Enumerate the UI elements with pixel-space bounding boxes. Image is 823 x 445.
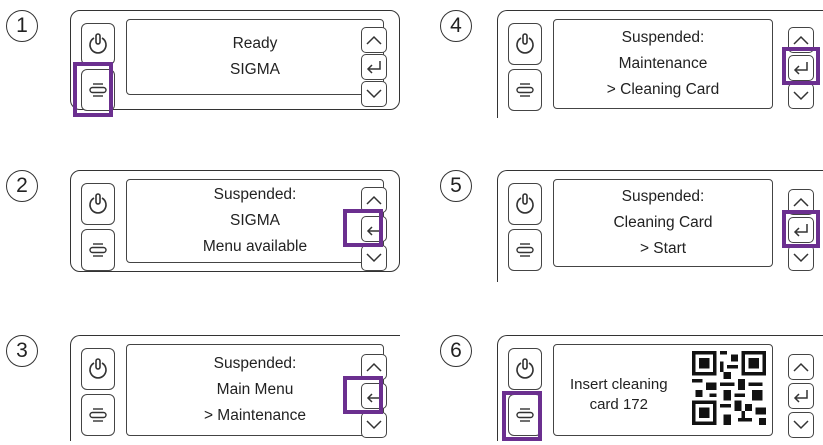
highlight-menu-button	[502, 391, 542, 441]
power-button[interactable]	[81, 23, 115, 65]
printer-control-panel: Suspended: Main Menu > Maintenance	[70, 335, 400, 441]
power-button[interactable]	[81, 348, 115, 390]
up-button[interactable]	[361, 27, 387, 53]
menu-icon	[89, 243, 107, 257]
highlight-enter-button	[343, 376, 383, 414]
power-button[interactable]	[508, 183, 542, 225]
step-3: 3 Suspended: Main Menu > Maintenance	[6, 335, 446, 445]
down-button[interactable]	[788, 83, 814, 109]
menu-button[interactable]	[81, 394, 115, 436]
up-arrow-icon	[366, 35, 382, 45]
display-line-1: Suspended:	[213, 186, 297, 203]
display-line-2: Cleaning Card	[613, 214, 713, 231]
printer-control-panel: Suspended: Cleaning Card > Start	[497, 170, 823, 282]
up-arrow-icon	[366, 195, 382, 205]
enter-button[interactable]	[788, 55, 814, 81]
down-arrow-icon	[793, 253, 809, 263]
enter-button[interactable]	[788, 217, 814, 243]
menu-button[interactable]	[508, 394, 542, 436]
power-icon	[516, 33, 534, 54]
step-number: 3	[6, 335, 38, 367]
step-number: 6	[440, 335, 472, 367]
up-arrow-icon	[793, 35, 809, 45]
display-line-2: Maintenance	[618, 55, 708, 72]
display-line-2: SIGMA	[230, 61, 280, 78]
highlight-enter-button	[782, 47, 820, 85]
menu-button[interactable]	[81, 229, 115, 271]
enter-icon	[366, 61, 381, 74]
step-number: 4	[440, 10, 472, 42]
power-icon	[89, 193, 107, 214]
menu-icon	[89, 83, 107, 97]
down-button[interactable]	[788, 245, 814, 271]
highlight-menu-button	[73, 62, 113, 117]
display-line-1: Insert cleaning	[570, 376, 668, 393]
power-button[interactable]	[508, 23, 542, 65]
power-button[interactable]	[81, 183, 115, 225]
highlight-enter-button	[343, 209, 383, 247]
enter-icon	[793, 390, 808, 403]
menu-icon	[516, 243, 534, 257]
down-button[interactable]	[361, 245, 387, 271]
display-screen: Suspended: Main Menu > Maintenance	[126, 344, 384, 436]
up-arrow-icon	[793, 197, 809, 207]
up-button[interactable]	[788, 354, 814, 380]
display-line-1: Suspended:	[213, 355, 297, 372]
step-number: 2	[6, 170, 38, 202]
printer-control-panel: Insert cleaning card 172	[497, 335, 823, 441]
down-arrow-icon	[793, 420, 809, 430]
power-icon	[516, 193, 534, 214]
enter-icon	[793, 224, 808, 237]
power-icon	[516, 358, 534, 379]
power-icon	[89, 358, 107, 379]
step-5: 5 Suspended: Cleaning Card > Start	[440, 170, 823, 282]
enter-button[interactable]	[788, 383, 814, 409]
power-icon	[89, 33, 107, 54]
menu-icon	[516, 408, 534, 422]
up-button[interactable]	[361, 354, 387, 380]
menu-icon	[516, 83, 534, 97]
enter-icon	[793, 62, 808, 75]
down-arrow-icon	[366, 89, 382, 99]
display-line-3: > Cleaning Card	[606, 81, 720, 98]
display-screen: Suspended: SIGMA Menu available	[126, 179, 384, 263]
step-4: 4 Suspended: Maintenance > Cleaning Card	[440, 10, 823, 120]
display-message: Insert cleaning card 172	[570, 375, 668, 415]
step-1: 1 Ready SIGMA	[6, 10, 446, 120]
printer-control-panel: Ready SIGMA	[70, 10, 400, 111]
menu-icon	[89, 408, 107, 422]
down-arrow-icon	[366, 253, 382, 263]
display-line-1: Suspended:	[621, 188, 705, 205]
down-button[interactable]	[788, 412, 814, 438]
display-line-3: Menu available	[202, 238, 308, 255]
display-screen: Ready SIGMA	[126, 19, 384, 95]
step-number: 5	[440, 170, 472, 202]
display-line-2: card 172	[589, 396, 648, 413]
menu-button[interactable]	[508, 69, 542, 111]
up-arrow-icon	[793, 362, 809, 372]
down-arrow-icon	[793, 91, 809, 101]
display-screen: Suspended: Maintenance > Cleaning Card	[553, 19, 773, 109]
display-line-2: Main Menu	[216, 381, 294, 398]
display-line-2: SIGMA	[230, 212, 280, 229]
display-screen: Suspended: Cleaning Card > Start	[553, 179, 773, 267]
highlight-enter-button	[782, 210, 820, 248]
printer-control-panel: Suspended: Maintenance > Cleaning Card	[497, 10, 823, 118]
display-line-3: > Start	[639, 240, 687, 257]
display-screen: Insert cleaning card 172	[553, 344, 773, 436]
up-arrow-icon	[366, 362, 382, 372]
step-6: 6 Insert cleaning card 172	[440, 335, 823, 445]
display-line-3: > Maintenance	[203, 407, 307, 424]
step-number: 1	[6, 10, 38, 42]
down-button[interactable]	[361, 412, 387, 438]
qr-code-icon	[692, 351, 766, 425]
menu-button[interactable]	[508, 229, 542, 271]
step-2: 2 Suspended: SIGMA Menu available	[6, 170, 446, 280]
power-button[interactable]	[508, 348, 542, 390]
display-line-1: Ready	[232, 35, 278, 52]
down-arrow-icon	[366, 420, 382, 430]
enter-button[interactable]	[361, 54, 387, 80]
down-button[interactable]	[361, 81, 387, 107]
display-line-1: Suspended:	[621, 29, 705, 46]
